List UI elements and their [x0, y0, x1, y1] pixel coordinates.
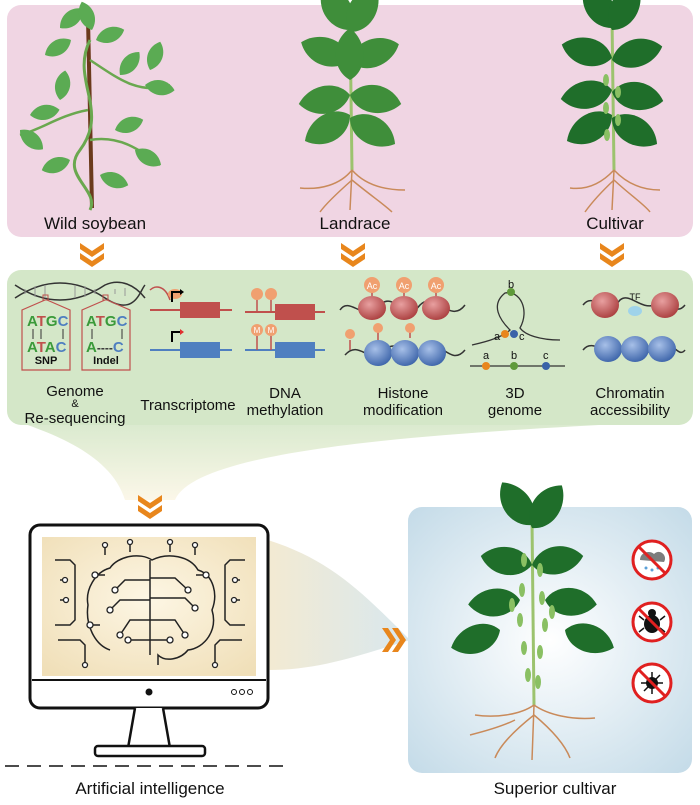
- label-wild-soybean: Wild soybean: [43, 214, 147, 233]
- svg-text:a: a: [494, 331, 501, 343]
- histone-icon: Ac Ac Ac: [339, 277, 466, 366]
- svg-text:Ac: Ac: [367, 281, 378, 291]
- ai-monitor: [28, 523, 270, 758]
- svg-text:ATGC: ATGC: [27, 313, 69, 330]
- no-insect-icon: [631, 601, 673, 643]
- label-chromatin-accessibility: Chromatin accessibility: [589, 385, 671, 420]
- dna-helix-icon: [14, 281, 146, 306]
- svg-text:c: c: [543, 350, 549, 362]
- transcriptome-icon: [149, 286, 232, 358]
- label-superior-cultivar: Superior cultivar: [493, 779, 617, 798]
- methylation-icon: M M: [245, 288, 325, 358]
- svg-text:b: b: [511, 350, 517, 362]
- snp-box: ATGC ATAC: [27, 313, 69, 356]
- circuit-nodes: [61, 538, 239, 669]
- svg-text:a: a: [483, 350, 490, 362]
- label-genome: Genome & Re-sequencing: [24, 383, 126, 428]
- label-transcriptome: Transcriptome: [140, 397, 236, 414]
- svg-text:c: c: [519, 331, 525, 343]
- label-artificial-intelligence: Artificial intelligence: [75, 779, 225, 798]
- cultivar-arrow: [382, 628, 406, 652]
- indel-label: Indel: [93, 355, 119, 367]
- no-drought-icon: [631, 539, 673, 581]
- svg-text:A----C: A----C: [86, 339, 124, 356]
- svg-text:M: M: [254, 326, 261, 335]
- label-landrace: Landrace: [319, 214, 391, 233]
- monitor-arrow: [138, 495, 162, 519]
- svg-text:Ac: Ac: [431, 281, 442, 291]
- svg-text:ATAC: ATAC: [27, 339, 67, 356]
- chromatin-icon: TF: [582, 292, 686, 362]
- no-pathogen-icon: [631, 662, 673, 704]
- label-3d-genome: 3D genome: [487, 385, 543, 420]
- funnel-shape: [14, 420, 690, 500]
- superior-panel: [408, 507, 692, 773]
- plant-arrows: [80, 243, 624, 267]
- label-cultivar: Cultivar: [586, 214, 644, 233]
- genome-3d-icon: b a c a b c: [470, 279, 565, 370]
- indel-box: ATGC A----C: [86, 313, 128, 356]
- svg-text:ATGC: ATGC: [86, 313, 128, 330]
- beam-shape: [268, 540, 410, 670]
- cultivar-plant: [558, 0, 666, 213]
- svg-text:Ac: Ac: [399, 281, 410, 291]
- svg-text:b: b: [508, 279, 514, 291]
- label-histone-modification: Histone modification: [362, 385, 444, 420]
- svg-text:M: M: [268, 326, 275, 335]
- wild-soybean-plant: [15, 0, 176, 211]
- landrace-plant: [296, 0, 406, 213]
- superior-cultivar-plant: [446, 474, 619, 761]
- svg-text:TF: TF: [630, 292, 641, 302]
- label-dna-methylation: DNA methylation: [246, 385, 324, 420]
- snp-label: SNP: [35, 355, 58, 367]
